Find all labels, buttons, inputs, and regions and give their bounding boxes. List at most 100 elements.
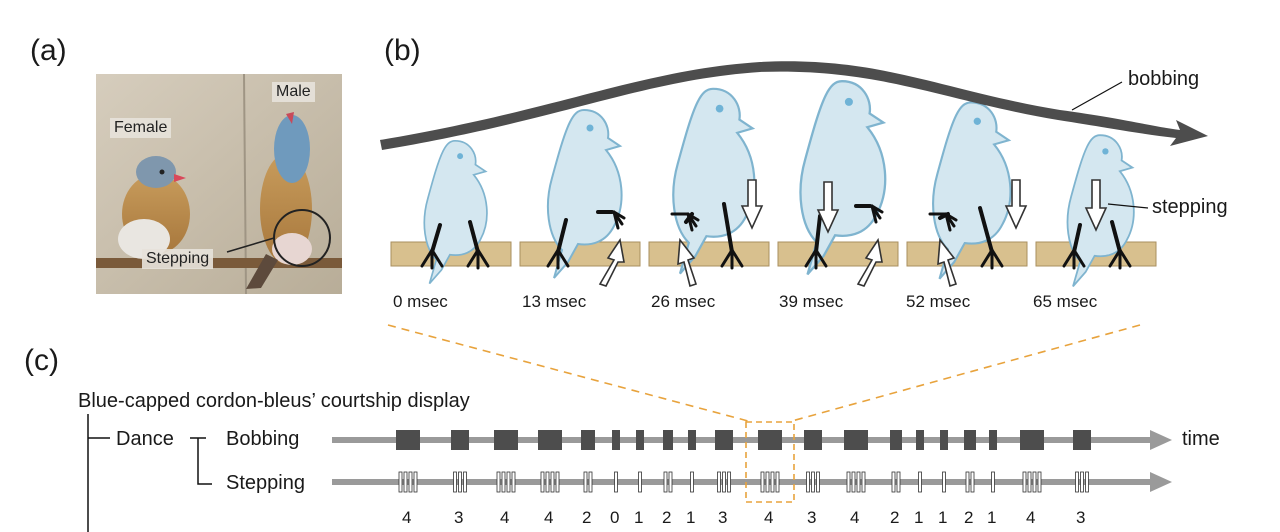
bobbing-block [804, 430, 822, 450]
step-mark [668, 471, 673, 493]
step-mark [775, 471, 780, 493]
step-mark [1075, 471, 1079, 493]
step-mark [511, 471, 516, 493]
stepping-leader-line [1107, 203, 1149, 209]
step-count-label: 1 [686, 508, 696, 527]
step-mark [856, 471, 861, 493]
step-mark [760, 471, 765, 493]
step-mark [453, 471, 457, 493]
step-mark [690, 471, 694, 493]
photo-label-female: Female [110, 118, 172, 138]
step-mark [1037, 471, 1042, 493]
time-label-13: 13 msec [522, 292, 587, 311]
step-mark [550, 471, 555, 493]
step-count-label: 4 [850, 508, 860, 527]
time-label-52: 52 msec [906, 292, 971, 311]
step-mark [545, 471, 550, 493]
photo-label-male: Male [272, 82, 315, 102]
step-mark [1085, 471, 1089, 493]
bobbing-leader-line [1071, 81, 1123, 111]
bobbing-block [636, 430, 644, 450]
zoom-line-right [791, 324, 1141, 422]
bird-photo: Female Male Stepping [96, 74, 342, 294]
step-count-label: 4 [1026, 508, 1036, 527]
bobbing-block [916, 430, 924, 450]
stepping-arrows [598, 179, 1108, 288]
bobbing-row-label: Bobbing [226, 428, 300, 450]
step-mark [583, 471, 588, 493]
step-mark [770, 471, 775, 493]
step-mark [991, 471, 995, 493]
dance-bracket [87, 414, 212, 532]
bobbing-block [663, 430, 673, 450]
step-mark [722, 471, 726, 493]
step-mark [458, 471, 462, 493]
step-mark [638, 471, 642, 493]
time-label-39: 39 msec [779, 292, 844, 311]
step-count-label: 4 [544, 508, 554, 527]
step-mark [727, 471, 731, 493]
step-count-label: 2 [662, 508, 672, 527]
dance-label: Dance [116, 428, 174, 450]
bobbing-block [715, 430, 733, 450]
bobbing-track [332, 430, 1172, 450]
step-mark [463, 471, 467, 493]
bobbing-block [688, 430, 696, 450]
step-mark [403, 471, 408, 493]
photo-label-stepping: Stepping [142, 249, 214, 269]
step-mark [717, 471, 721, 493]
bobbing-blocks [396, 430, 1091, 450]
step-mark [1032, 471, 1037, 493]
timeline-title: Blue-capped cordon-bleus’ courtship disp… [78, 390, 470, 412]
bobbing-block [964, 430, 976, 450]
step-mark [851, 471, 856, 493]
stepping-track [332, 472, 1172, 492]
bobbing-label: bobbing [1128, 68, 1200, 90]
bobbing-block [940, 430, 948, 450]
step-mark [806, 471, 810, 493]
panel-label-b: (b) [384, 34, 421, 67]
step-mark [1080, 471, 1084, 493]
step-mark [398, 471, 403, 493]
zoom-box [745, 421, 795, 503]
step-mark [588, 471, 593, 493]
step-mark [970, 471, 975, 493]
step-count-label: 2 [582, 508, 592, 527]
step-count-label: 4 [500, 508, 510, 527]
panel-label-a: (a) [30, 34, 67, 67]
perches [390, 241, 1157, 267]
time-label-0: 0 msec [393, 292, 448, 311]
step-mark [861, 471, 866, 493]
bobbing-block [1020, 430, 1044, 450]
panel-label-c: (c) [24, 344, 59, 377]
bobbing-block [612, 430, 620, 450]
step-count-label: 3 [1076, 508, 1086, 527]
bobbing-block [396, 430, 420, 450]
step-mark [408, 471, 413, 493]
time-label-65: 65 msec [1033, 292, 1098, 311]
bobbing-block [1073, 430, 1091, 450]
step-count-label: 3 [718, 508, 728, 527]
bobbing-arrow [380, 61, 1208, 150]
step-mark [614, 471, 618, 493]
step-mark [918, 471, 922, 493]
step-count-label: 2 [890, 508, 900, 527]
step-mark [1027, 471, 1032, 493]
step-count-label: 4 [402, 508, 412, 527]
step-mark [413, 471, 418, 493]
bobbing-block [494, 430, 518, 450]
time-axis-label: time [1182, 428, 1220, 450]
step-count-label: 4 [764, 508, 774, 527]
step-count-label: 1 [914, 508, 924, 527]
stepping-blocks [398, 471, 1089, 493]
step-mark [540, 471, 545, 493]
step-count-label: 3 [807, 508, 817, 527]
step-mark [1022, 471, 1027, 493]
step-count-label: 3 [454, 508, 464, 527]
step-mark [942, 471, 946, 493]
step-mark [846, 471, 851, 493]
step-mark [501, 471, 506, 493]
bobbing-block [538, 430, 562, 450]
bobbing-block [581, 430, 595, 450]
step-mark [663, 471, 668, 493]
